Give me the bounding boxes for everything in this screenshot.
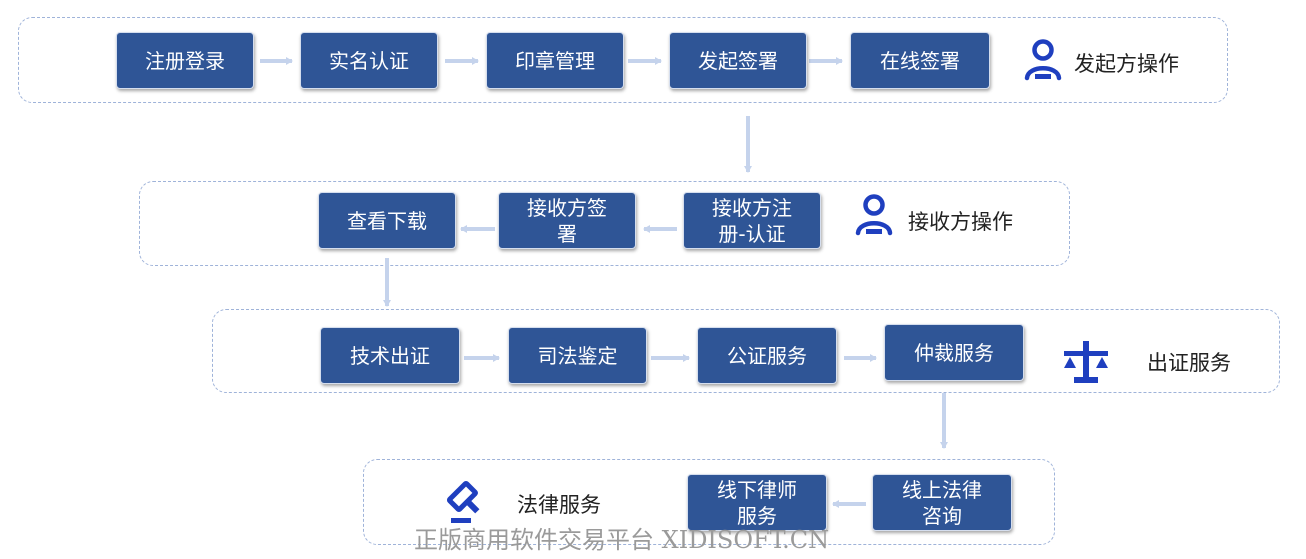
scales-icon <box>1064 341 1108 383</box>
step-technical-certification: 技术出证 <box>320 327 460 384</box>
step-online-signing: 在线签署 <box>850 32 990 89</box>
step-seal-management: 印章管理 <box>486 32 624 89</box>
step-judicial-appraisal: 司法鉴定 <box>508 327 647 384</box>
step-initiate-signing: 发起签署 <box>669 32 807 89</box>
person-icon <box>1024 39 1062 81</box>
step-online-legal-consultation: 线上法律咨询 <box>872 474 1012 531</box>
lane-label-certification: 出证服务 <box>1147 351 1231 375</box>
step-view-download: 查看下载 <box>318 192 456 249</box>
watermark-text: 正版商用软件交易平台 XIDISOFT.CN <box>414 526 830 554</box>
lane-legal <box>363 459 1055 545</box>
lane-label-initiator: 发起方操作 <box>1074 52 1179 76</box>
step-register-login: 注册登录 <box>116 32 254 89</box>
step-receiver-register-auth: 接收方注册-认证 <box>683 192 821 249</box>
person-icon <box>855 194 893 236</box>
lane-initiator <box>18 17 1228 103</box>
lane-label-receiver: 接收方操作 <box>908 210 1013 234</box>
lane-certification <box>212 309 1280 393</box>
step-offline-lawyer-service: 线下律师服务 <box>687 474 827 531</box>
step-receiver-sign: 接收方签署 <box>498 192 636 249</box>
step-notary-service: 公证服务 <box>697 327 837 384</box>
lane-label-legal: 法律服务 <box>517 493 601 517</box>
step-arbitration-service: 仲裁服务 <box>884 324 1024 381</box>
gavel-icon <box>446 480 480 523</box>
lane-receiver <box>139 181 1070 266</box>
step-real-name-auth: 实名认证 <box>300 32 438 89</box>
